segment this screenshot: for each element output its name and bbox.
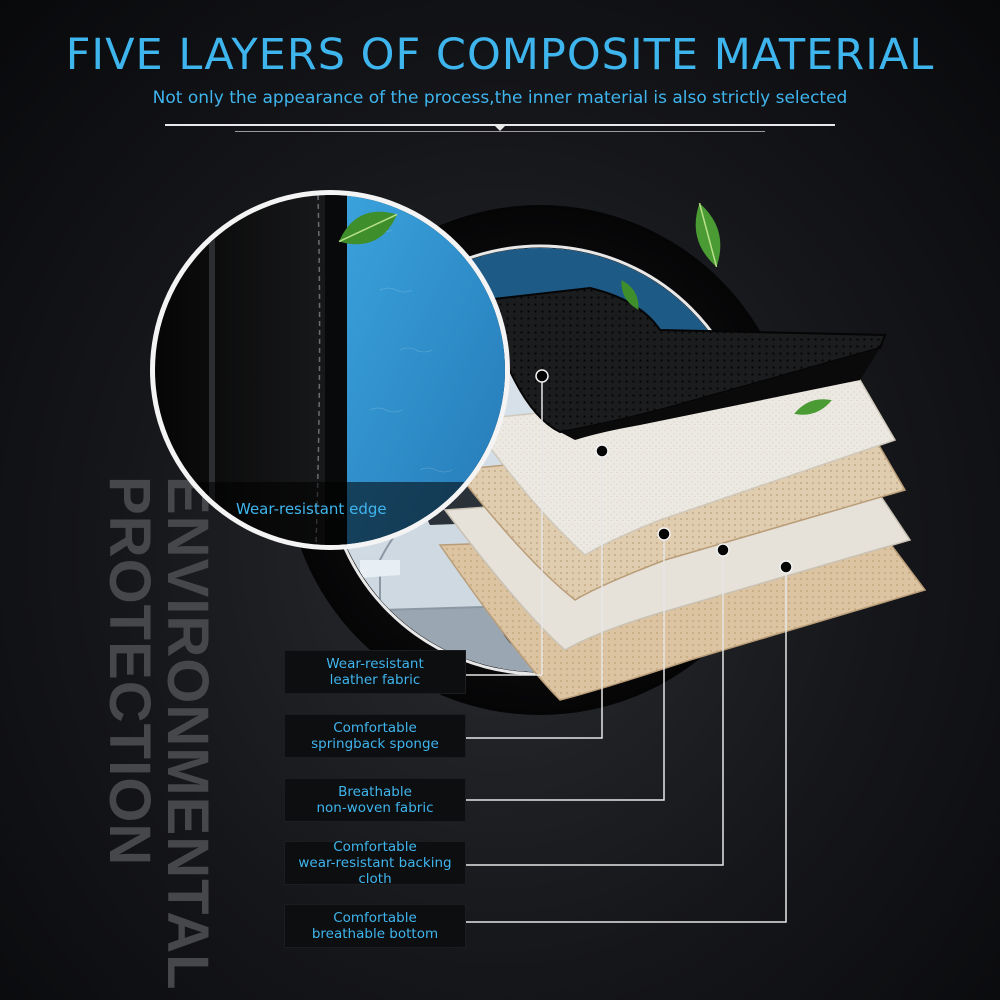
page-title: FIVE LAYERS OF COMPOSITE MATERIAL [65,30,935,80]
connector-dot-icon [716,543,730,557]
leaf-icon [621,280,639,310]
leaf-icon [794,399,832,415]
connector-dot-icon [657,527,671,541]
connector-line-3 [465,534,665,801]
connector-line-4 [465,550,724,866]
connector-dot-icon [779,560,793,574]
layer-label-line-1: Comfortable [333,839,417,855]
layer-label-line-2: non-woven fabric [316,800,434,816]
connector-lines [465,376,787,923]
layer-label-line-2: breathable bottom [311,926,439,942]
divider-line-thin [235,131,765,132]
environmental-protection-text: ENVIRONMENTAL PROTECTION [97,476,220,991]
connector-line-1 [465,376,543,676]
zoom-inset-label: Wear-resistant edge [236,500,387,518]
page-subtitle: Not only the appearance of the process,t… [152,88,848,108]
layer-label-line-2: springback sponge [311,736,439,752]
layer-label-line-2: leather fabric [329,672,421,688]
connector-dots [535,369,793,574]
side-text-line-1: ENVIRONMENTAL [155,476,220,991]
side-text-line-2: PROTECTION [97,476,162,867]
layer-label-line-1: Breathable [338,784,412,800]
layer-label-line-1: Wear-resistant [326,656,424,672]
divider-notch [493,124,507,131]
layer-label-line-1: Comfortable [333,910,417,926]
leaf-icon [695,202,721,268]
connector-dot-icon [535,369,549,383]
connector-line-2 [465,451,603,739]
connector-dot-icon [595,444,609,458]
layer-label-line-1: Comfortable [333,720,417,736]
connector-line-5 [465,567,787,923]
leather-edge-shadow [560,348,880,440]
layer-label-line-2: wear-resistant backing cloth [298,855,452,887]
leaf-icon [338,211,398,245]
